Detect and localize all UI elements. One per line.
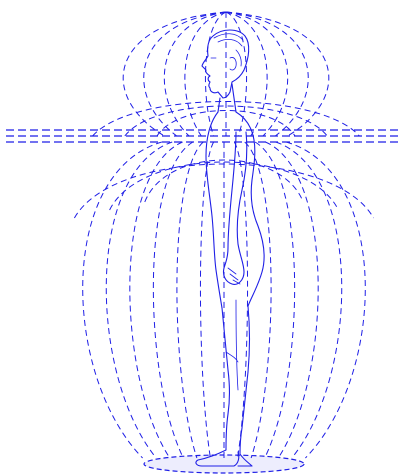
human-figure xyxy=(196,30,264,466)
figure-neck xyxy=(218,84,236,112)
lower-field-line xyxy=(153,142,193,458)
upper-field-line xyxy=(164,12,226,136)
figure-leg-front xyxy=(196,308,239,466)
lower-field-line xyxy=(83,142,162,458)
lower-field-line xyxy=(276,142,342,458)
lower-field-line xyxy=(177,142,203,458)
horizontal-plane xyxy=(6,130,400,142)
feet-ellipse xyxy=(144,455,304,473)
figure-hair xyxy=(214,34,243,66)
figure-knee xyxy=(226,300,238,390)
lower-field-line xyxy=(286,142,365,458)
lower-field-line xyxy=(245,142,271,458)
upper-field-line xyxy=(185,12,226,136)
upper-field-loop xyxy=(125,106,327,136)
figure-arm xyxy=(223,132,246,284)
lower-field-line xyxy=(255,142,295,458)
lower-field-lobe xyxy=(74,142,373,460)
lower-field-line xyxy=(265,142,318,458)
lower-field-line xyxy=(130,142,183,458)
figure-back xyxy=(236,112,264,306)
lower-field-line xyxy=(200,142,213,458)
figure-ear xyxy=(230,57,236,70)
figure-hand xyxy=(228,268,240,284)
lower-field-line xyxy=(106,142,172,458)
